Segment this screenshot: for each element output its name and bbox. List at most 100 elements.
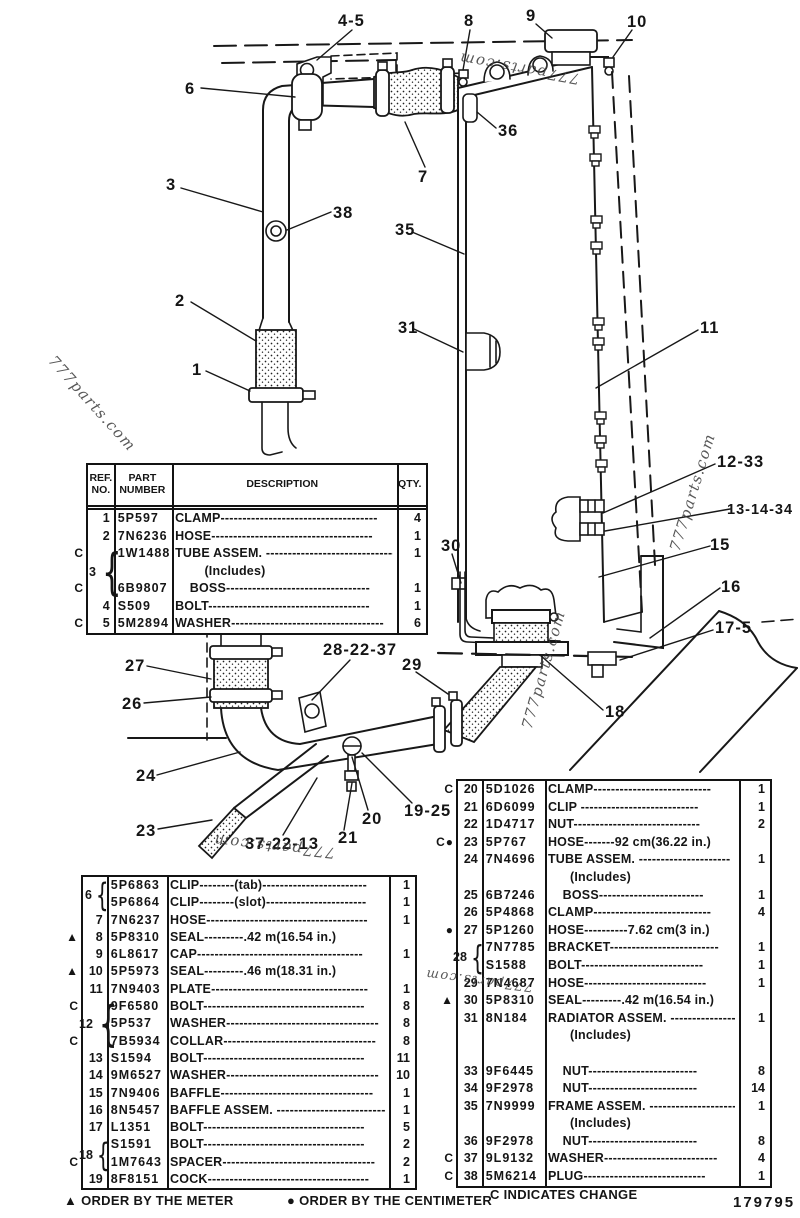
ref-no: 13 — [88, 1050, 103, 1065]
callout-20: 20 — [362, 810, 382, 828]
qty: 5 — [403, 1120, 410, 1135]
qty: 1 — [414, 528, 421, 543]
description: NUT------------------------- — [547, 1133, 698, 1148]
part-number: 9M6527 — [110, 1068, 162, 1083]
clamp-26a — [209, 645, 273, 660]
part-number: 5M2894 — [117, 616, 169, 630]
ref-group-6: 6{ — [85, 875, 109, 914]
row-marker: C — [444, 1169, 454, 1184]
description: TUBE ASSEM. --------------------- — [547, 852, 731, 867]
clamp-20b — [450, 699, 463, 747]
ref-no: 30 — [463, 993, 478, 1008]
hose-2-clamp-1 — [248, 329, 316, 456]
callout-18: 18 — [605, 703, 625, 721]
callout-9: 9 — [526, 7, 536, 25]
row-marker: C — [74, 616, 84, 630]
callout-2: 2 — [175, 292, 185, 310]
callout-17-5: 17-5 — [715, 619, 752, 637]
description: BOSS--------------------------------- — [175, 581, 370, 595]
table-row: 19 8F8151 COCK--------------------------… — [83, 1171, 415, 1188]
qty: 1 — [403, 895, 410, 910]
ref-no: 4 — [102, 598, 110, 613]
table-row: 33 9F6445 NUT------------------------- 8 — [458, 1063, 770, 1081]
parts-table-1: REF. NO. PART NUMBER DESCRIPTION QTY. 3{… — [74, 463, 428, 635]
row-marker: C — [444, 782, 454, 796]
row-marker: ● — [445, 922, 454, 937]
callout-15: 15 — [710, 536, 730, 554]
description: CLIP--------(slot)----------------------… — [170, 895, 367, 910]
qty — [735, 1045, 770, 1063]
description: HOSE------------------------------------… — [170, 912, 368, 927]
qty: 1 — [758, 852, 765, 867]
description: CLAMP-----------------------------------… — [175, 511, 378, 525]
part-number: 5P537 — [110, 1016, 152, 1031]
qty: 1 — [758, 957, 765, 972]
clamp-36 — [462, 93, 478, 123]
table-row: ▲ 8 5P8310 SEAL---------.42 m(16.54 in.) — [66, 929, 415, 946]
callout-31: 31 — [398, 319, 418, 337]
description: CLAMP--------------------------- — [547, 782, 712, 796]
ref-no — [458, 1027, 482, 1045]
table-row: (Includes) — [458, 1027, 770, 1045]
qty: 8 — [403, 999, 410, 1014]
qty: 1 — [403, 1172, 410, 1187]
description: BOLT------------------------------------… — [170, 1050, 365, 1065]
callout-21: 21 — [338, 829, 358, 847]
qty: 8 — [403, 1016, 410, 1031]
qty: 1 — [403, 981, 410, 996]
fitting-12-33 — [551, 496, 605, 542]
callout-8: 8 — [464, 12, 474, 30]
row-marker: C — [69, 1154, 79, 1169]
ref-no: 9 — [95, 947, 103, 962]
ref-no: 31 — [463, 1010, 478, 1025]
description: FRAME ASSEM. -------------------- — [547, 1098, 736, 1113]
table-row: C● 23 5P767 HOSE-------92 cm(36.22 in.) — [436, 834, 770, 852]
callout-1: 1 — [192, 361, 202, 379]
header-part: PART NUMBER — [119, 472, 166, 496]
table-row: S1588 BOLT---------------------------- 1 — [458, 957, 770, 975]
callout-24: 24 — [136, 767, 156, 785]
part-number: 5P4868 — [485, 905, 535, 920]
callout-35: 35 — [395, 221, 415, 239]
qty: 1 — [758, 1010, 765, 1025]
table-row: C 38 5M6214 PLUG------------------------… — [444, 1168, 770, 1186]
part-number — [482, 1115, 544, 1133]
qty: 4 — [414, 511, 421, 525]
description: (Includes) — [175, 563, 266, 578]
table-row: 2 7N6236 HOSE---------------------------… — [88, 528, 426, 546]
table-row: 31 8N184 RADIATOR ASSEM. ---------------… — [458, 1010, 770, 1028]
boss-31 — [465, 332, 501, 371]
part-number: 9F6445 — [485, 1063, 535, 1078]
description: PLATE-----------------------------------… — [170, 981, 369, 996]
tube-23 — [197, 806, 248, 860]
description: BOLT---------------------------- — [547, 957, 704, 972]
part-number: 6D6099 — [485, 799, 536, 814]
row-marker: C — [444, 1151, 454, 1166]
part-number: 1W1488 — [117, 546, 171, 560]
description: SEAL---------.42 m(16.54 in.) — [547, 993, 715, 1008]
ref-no — [458, 1115, 482, 1133]
clamp-6 — [291, 73, 323, 131]
table-row: 15 7N9406 BAFFLE------------------------… — [83, 1085, 415, 1102]
callout-labels: 4-5 8 9 10 6 7 36 3 38 35 31 2 1 11 12-3… — [122, 7, 792, 853]
table-row: 34 9F2978 NUT------------------------- 1… — [458, 1080, 770, 1098]
table-row: C 7B5934 COLLAR-------------------------… — [69, 1033, 415, 1050]
part-number: 1M7643 — [110, 1154, 162, 1169]
qty: 1 — [403, 947, 410, 962]
part-number: 6B7246 — [485, 887, 536, 902]
footnote-order-by-meter: ▲ ORDER BY THE METER — [64, 1193, 234, 1208]
part-number: 9F2978 — [485, 1081, 535, 1096]
callout-10: 10 — [627, 13, 647, 31]
qty — [735, 869, 770, 887]
qty — [735, 1115, 770, 1133]
footnote-indicates-change: C INDICATES CHANGE — [490, 1187, 638, 1202]
qty: 11 — [396, 1050, 410, 1065]
part-number: 7N4687 — [485, 975, 536, 990]
table-row: 5P6863 CLIP--------(tab)----------------… — [83, 877, 415, 894]
parts-table-2: 6{ 12{ 18{ 5P6863 CLIP--------(tab)-----… — [66, 875, 417, 1191]
callout-36: 36 — [498, 122, 518, 140]
table-row: 36 9F2978 NUT------------------------- 8 — [458, 1133, 770, 1151]
qty: 1 — [403, 878, 410, 892]
drawing-number: 179795 — [733, 1194, 796, 1211]
